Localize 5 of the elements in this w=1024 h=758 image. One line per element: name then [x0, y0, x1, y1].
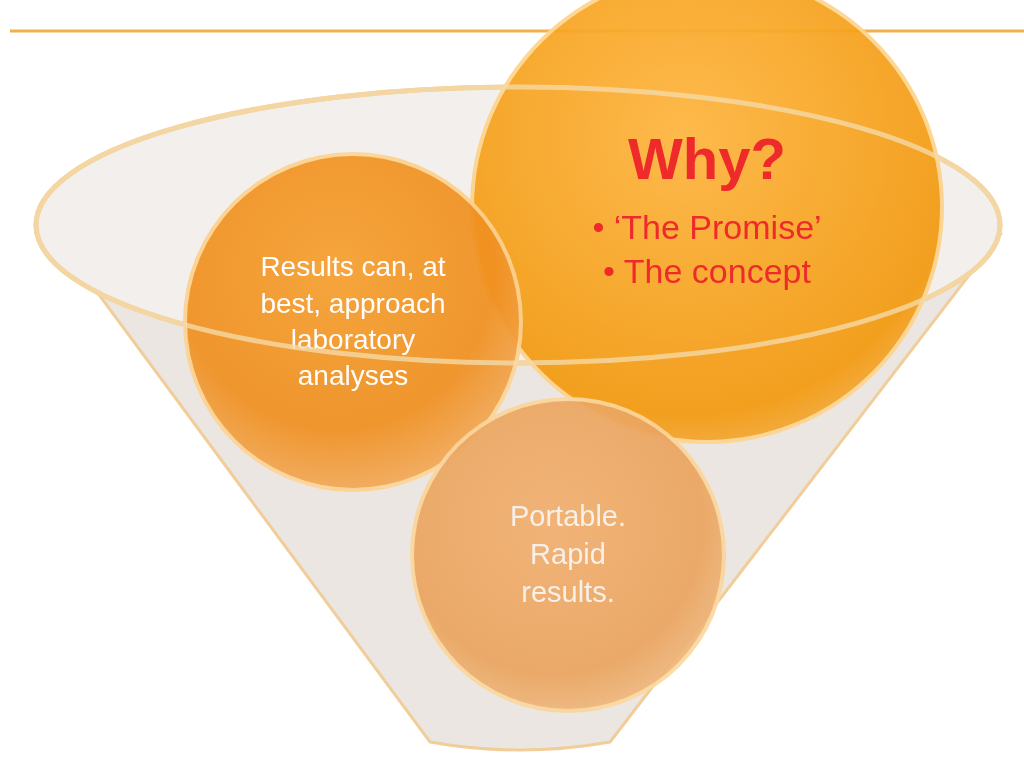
circle-text: Portable. Rapid results.: [508, 499, 628, 610]
bullet-item: • The concept: [603, 250, 811, 292]
circle-text: Results can, at best, approach laboratory analyses: [259, 250, 447, 394]
heading: Why?: [628, 125, 786, 194]
bullet-item: • ‘The Promise’: [592, 206, 822, 248]
